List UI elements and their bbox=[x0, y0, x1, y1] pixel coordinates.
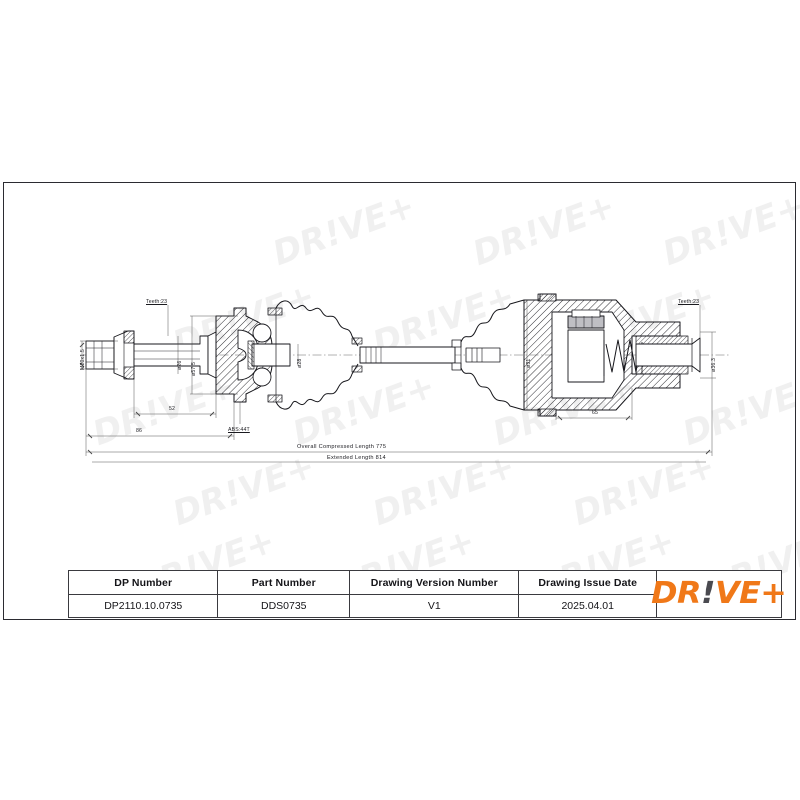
brand-logo-suffix: VE+ bbox=[715, 576, 787, 611]
drawing-frame-border bbox=[3, 182, 796, 620]
brand-logo-bang: ! bbox=[701, 576, 716, 611]
label-teeth-right: Teeth:23 bbox=[678, 299, 700, 305]
label-extended-length: Extended Length 814 bbox=[327, 455, 386, 461]
label-diameter-28: ø28 bbox=[297, 358, 303, 368]
label-thread-m20: M20x1.5 bbox=[80, 349, 86, 370]
label-dim-52: 52 bbox=[169, 406, 176, 412]
brand-logo-prefix: DR bbox=[651, 576, 702, 611]
label-dim-65: 65 bbox=[592, 410, 599, 416]
label-abs-44t: ABS:44T bbox=[228, 427, 250, 433]
value-dp-number: DP2110.10.0735 bbox=[104, 600, 183, 612]
header-dp-number: DP Number bbox=[69, 571, 218, 595]
value-issue-date: 2025.04.01 bbox=[561, 600, 614, 612]
header-version-number: Drawing Version Number bbox=[350, 571, 519, 595]
label-diameter-26: ø26 bbox=[177, 360, 183, 370]
label-diameter-36-3: ø36.3 bbox=[711, 357, 717, 372]
title-block-column-version-number: Drawing Version Number V1 bbox=[350, 571, 520, 617]
title-block-column-dp-number: DP Number DP2110.10.0735 bbox=[69, 571, 219, 617]
value-version-number: V1 bbox=[427, 600, 441, 612]
header-part-number: Part Number bbox=[218, 571, 350, 595]
title-block-column-part-number: Part Number DDS0735 bbox=[218, 571, 351, 617]
title-block-column-issue-date: Drawing Issue Date 2025.04.01 bbox=[519, 571, 657, 617]
label-teeth-left: Teeth:23 bbox=[146, 299, 168, 305]
header-issue-date: Drawing Issue Date bbox=[519, 571, 656, 595]
title-block-column-logo: DR!VE+ bbox=[651, 571, 787, 617]
label-diameter-57-5: ø57.5 bbox=[191, 361, 197, 376]
label-compressed-length: Overall Compressed Length 775 bbox=[297, 444, 387, 450]
label-dim-86: 86 bbox=[136, 428, 143, 434]
brand-logo: DR!VE+ bbox=[651, 576, 787, 611]
value-part-number: DDS0735 bbox=[260, 600, 307, 612]
title-block: DP Number DP2110.10.0735 Part Number DDS… bbox=[68, 570, 787, 618]
label-diameter-31: ø31 bbox=[526, 358, 532, 368]
